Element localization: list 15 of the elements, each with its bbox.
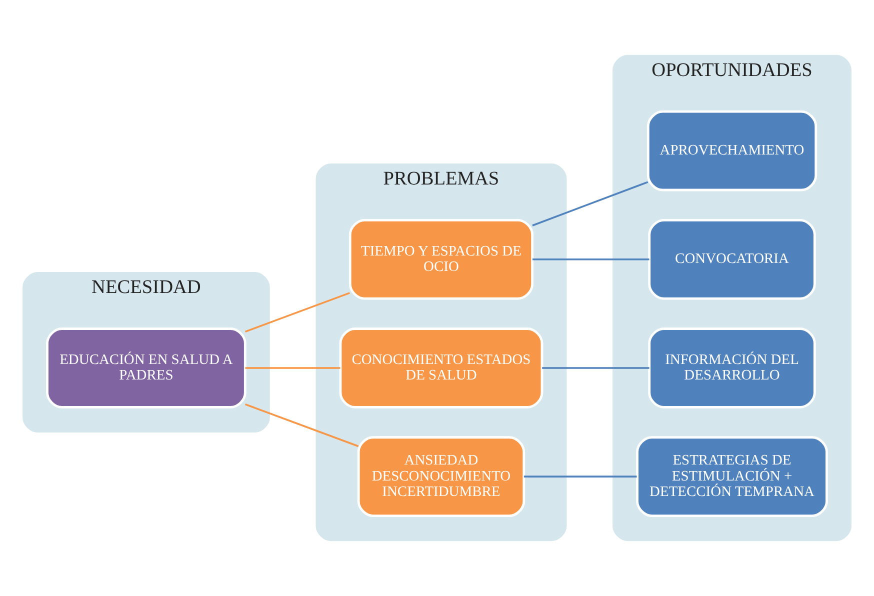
connector xyxy=(245,367,340,369)
node-box: ESTRATEGIAS DE ESTIMULACIÓN + DETECCIÓN TEMPRANA xyxy=(636,436,828,517)
node-box: EDUCACIÓN EN SALUD A PADRES xyxy=(46,328,246,408)
node-box: ANSIEDAD DESCONOCIMIENTO INCERTIDUMBRE xyxy=(357,436,526,517)
node-box: CONVOCATORIA xyxy=(648,218,816,300)
connector xyxy=(542,367,650,369)
connector xyxy=(532,258,650,260)
connector xyxy=(524,476,637,478)
node-box: INFORMACIÓN DEL DESARROLLO xyxy=(648,328,816,408)
connector xyxy=(244,403,359,448)
node-box: APROVECHAMIENTO xyxy=(646,110,818,192)
connector xyxy=(532,181,648,226)
connector xyxy=(244,292,350,333)
node-box: TIEMPO Y ESPACIOS DE OCIO xyxy=(348,218,534,300)
node-box: CONOCIMIENTO ESTADOS DE SALUD xyxy=(339,328,544,408)
